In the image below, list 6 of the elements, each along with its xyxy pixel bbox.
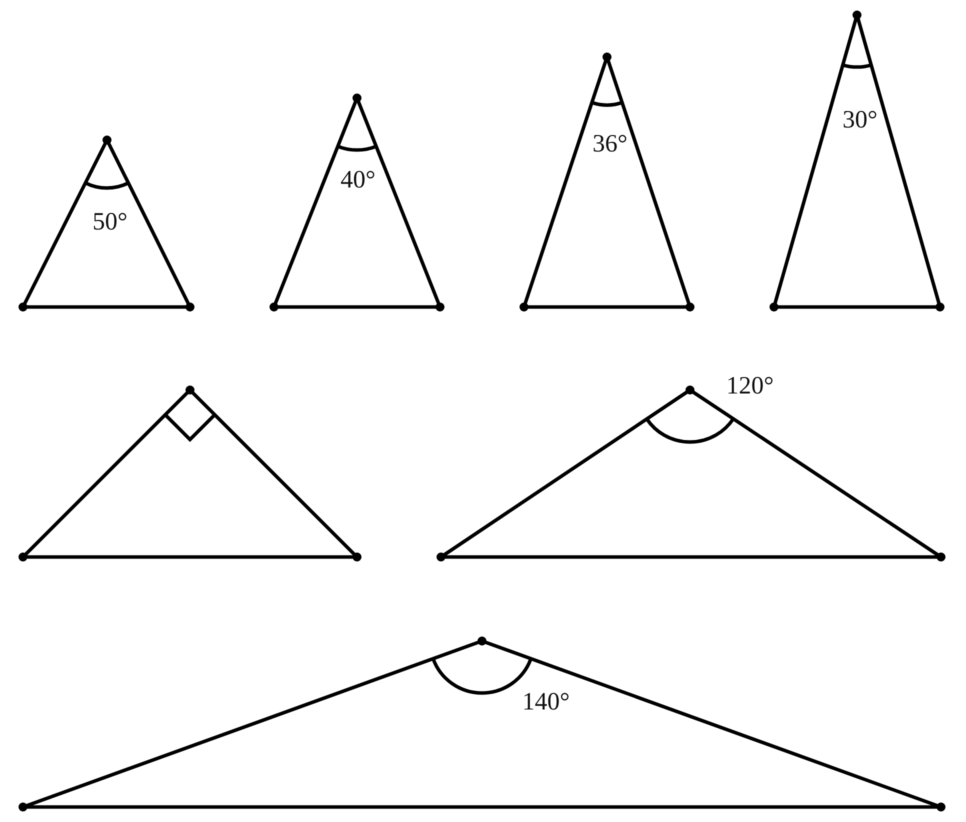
- angle-label: 120°: [726, 374, 774, 398]
- angle-label: 50°: [92, 210, 128, 234]
- angle-label: 140°: [522, 690, 570, 714]
- angle-label: 40°: [340, 168, 376, 192]
- angle-label: 30°: [842, 108, 878, 132]
- angle-label: 36°: [592, 132, 628, 156]
